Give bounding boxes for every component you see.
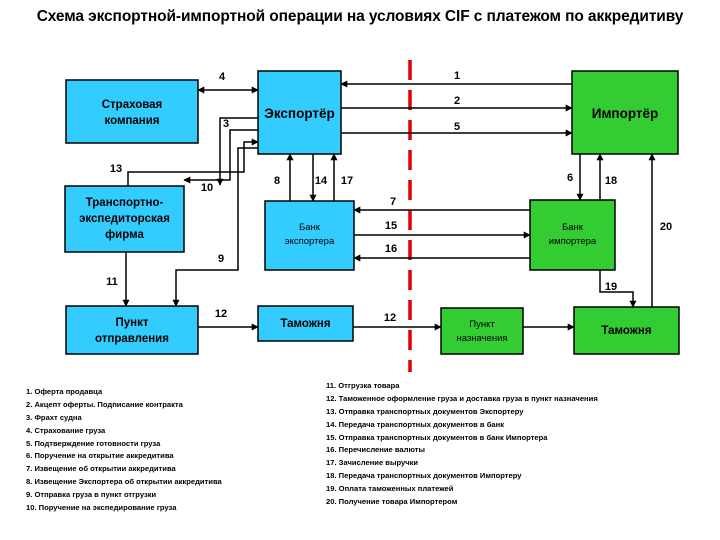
svg-text:Экспортёр: Экспортёр [264, 106, 335, 121]
arrow-13 [127, 138, 259, 186]
svg-text:Импортёр: Импортёр [592, 106, 659, 121]
label-16: 16 [385, 243, 397, 255]
label-17: 17 [341, 175, 353, 187]
legend-item: 7. Извещение об открытии аккредитива [26, 464, 176, 474]
label-6: 6 [567, 172, 573, 184]
box-customs-export: Таможня [257, 305, 354, 342]
legend-item: 14. Передача транспортных документов в б… [326, 419, 505, 429]
svg-text:Пункт: Пункт [469, 319, 495, 330]
label-14: 14 [315, 175, 328, 187]
box-exporter-bank: Банк экспортера [264, 200, 355, 271]
legend-item: 12. Таможенное оформление груза и достав… [326, 393, 598, 403]
flow-diagram: Страховая компания Экспортёр Импортёр Тр… [64, 60, 680, 372]
legend-item: 18. Передача транспортных документов Имп… [326, 471, 522, 481]
arrow-19 [599, 270, 637, 308]
legend-item: 4. Страхование груза [26, 425, 106, 435]
arrow-3 [216, 117, 258, 186]
box-importer: Импортёр [571, 70, 679, 155]
box-customs-import: Таможня [573, 306, 680, 355]
svg-text:Таможня: Таможня [280, 318, 330, 330]
box-destination: Пункт назначения [440, 307, 524, 355]
label-15: 15 [385, 220, 397, 232]
svg-text:Таможня: Таможня [601, 325, 651, 337]
label-5: 5 [454, 121, 460, 133]
svg-text:назначения: назначения [456, 333, 507, 344]
diagram-title: Схема экспортной-импортной операции на у… [36, 8, 684, 25]
svg-text:отправления: отправления [95, 333, 169, 345]
arrow-9 [172, 147, 258, 307]
label-7: 7 [390, 196, 396, 208]
box-insurance: Страховая компания [65, 79, 199, 144]
svg-text:фирма: фирма [105, 229, 144, 241]
label-19: 19 [605, 281, 617, 293]
legend-item: 2. Акцепт оферты. Подписание контракта [26, 399, 183, 409]
legend-item: 9. Отправка груза в пункт отгрузки [26, 490, 157, 500]
label-18: 18 [605, 175, 617, 187]
svg-text:компания: компания [104, 115, 159, 127]
legend-item: 1. Оферта продавца [26, 387, 103, 396]
label-12-a: 12 [215, 308, 227, 320]
arrows [122, 80, 656, 331]
legend-item: 5. Подтверждение готовности груза [26, 438, 161, 448]
legend-right: 11. Отгрузка товара 12. Таможенное оформ… [326, 380, 598, 509]
arrow-10 [183, 129, 258, 184]
legend-item: 17. Зачисление выручки [326, 458, 419, 468]
svg-text:Пункт: Пункт [116, 317, 149, 329]
legend-item: 11. Отгрузка товара [326, 381, 400, 390]
legend-item: 19. Оплата таможенных платежей [326, 484, 454, 494]
arrow-labels: 1 2 5 4 3 13 10 9 11 8 14 17 7 15 16 6 1… [106, 70, 672, 324]
legend-item: 16. Перечисление валюты [326, 445, 425, 455]
box-importer-bank: Банк импортера [529, 199, 616, 271]
legend-item: 6. Поручение на открытие аккредитива [26, 451, 174, 461]
svg-text:Страховая: Страховая [102, 99, 163, 111]
label-4: 4 [219, 71, 226, 83]
label-8: 8 [274, 175, 280, 187]
label-2: 2 [454, 95, 460, 107]
label-11: 11 [106, 276, 118, 288]
label-12-b: 12 [384, 312, 396, 324]
svg-text:импортера: импортера [549, 236, 597, 247]
box-departure: Пункт отправления [65, 305, 199, 355]
svg-text:экспедиторская: экспедиторская [79, 213, 170, 225]
legend-item: 15. Отправка транспортных документов в б… [326, 432, 548, 442]
label-1: 1 [454, 70, 460, 82]
label-9: 9 [218, 253, 224, 265]
box-forwarder: Транспортно- экспедиторская фирма [64, 185, 185, 253]
legend-item: 3. Фрахт судна [26, 412, 82, 422]
label-13: 13 [110, 163, 122, 175]
svg-text:экспортера: экспортера [285, 236, 335, 247]
svg-text:Банк: Банк [299, 222, 321, 233]
box-exporter: Экспортёр [257, 70, 342, 155]
legend-item: 8. Извещение Экспортера об открытии аккр… [26, 477, 222, 487]
label-10: 10 [201, 182, 213, 194]
legend-item: 20. Получение товара Импортером [326, 497, 458, 507]
svg-text:Транспортно-: Транспортно- [86, 197, 164, 209]
legend-item: 10. Поручение на экспедирование груза [26, 503, 177, 513]
svg-text:Банк: Банк [562, 222, 584, 233]
legend-left: 1. Оферта продавца 2. Акцепт оферты. Под… [26, 386, 222, 515]
label-20: 20 [660, 221, 672, 233]
legend-item: 13. Отправка транспортных документов Экс… [326, 406, 524, 416]
label-3: 3 [223, 118, 229, 130]
